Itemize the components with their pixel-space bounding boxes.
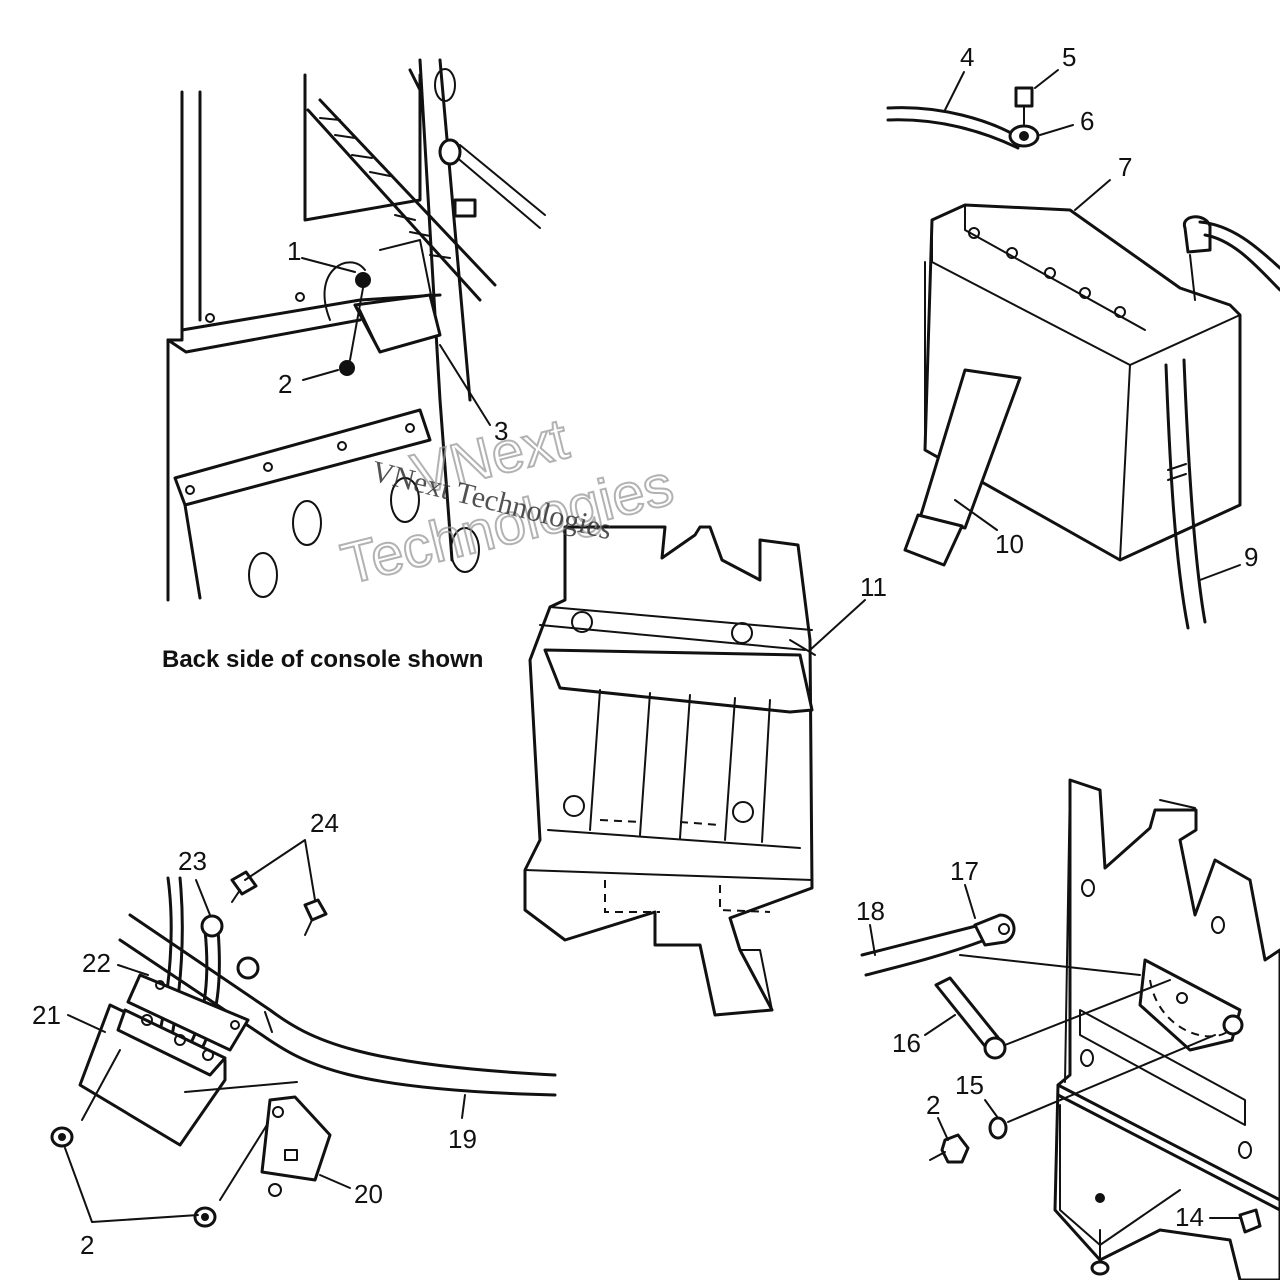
callout-2: 2 [278, 369, 292, 399]
callout-14: 14 [1175, 1202, 1204, 1232]
callout-23: 23 [178, 846, 207, 876]
callout-18: 18 [856, 896, 885, 926]
battery-tray [523, 525, 816, 1017]
callout-6: 6 [1080, 106, 1094, 136]
callout-21: 21 [32, 1000, 61, 1030]
leader-lines [64, 69, 1241, 1223]
callout-15: 15 [955, 1070, 984, 1100]
battery-assembly [886, 86, 1280, 630]
callout-2: 2 [80, 1230, 94, 1260]
callout-20: 20 [354, 1179, 383, 1209]
console-assembly [166, 58, 546, 602]
callout-19: 19 [448, 1124, 477, 1154]
callout-16: 16 [892, 1028, 921, 1058]
callout-10: 10 [995, 529, 1024, 559]
callout-17: 17 [950, 856, 979, 886]
callout-5: 5 [1062, 42, 1076, 72]
callout-labels: 1 2 3 4 5 6 7 9 10 11 14 15 2 16 17 18 1… [32, 42, 1258, 1260]
callout-4: 4 [960, 42, 974, 72]
callout-11: 11 [860, 572, 887, 602]
callout-3: 3 [494, 416, 508, 446]
diagram-caption: Back side of console shown [162, 646, 483, 673]
callout-7: 7 [1118, 152, 1132, 182]
callout-9: 9 [1244, 542, 1258, 572]
callout-24: 24 [310, 808, 339, 838]
callout-1: 1 [287, 236, 301, 266]
callout-22: 22 [82, 948, 111, 978]
regulator-assembly [50, 870, 557, 1228]
mounting-bracket-assembly [860, 778, 1280, 1280]
callout-2: 2 [926, 1090, 940, 1120]
